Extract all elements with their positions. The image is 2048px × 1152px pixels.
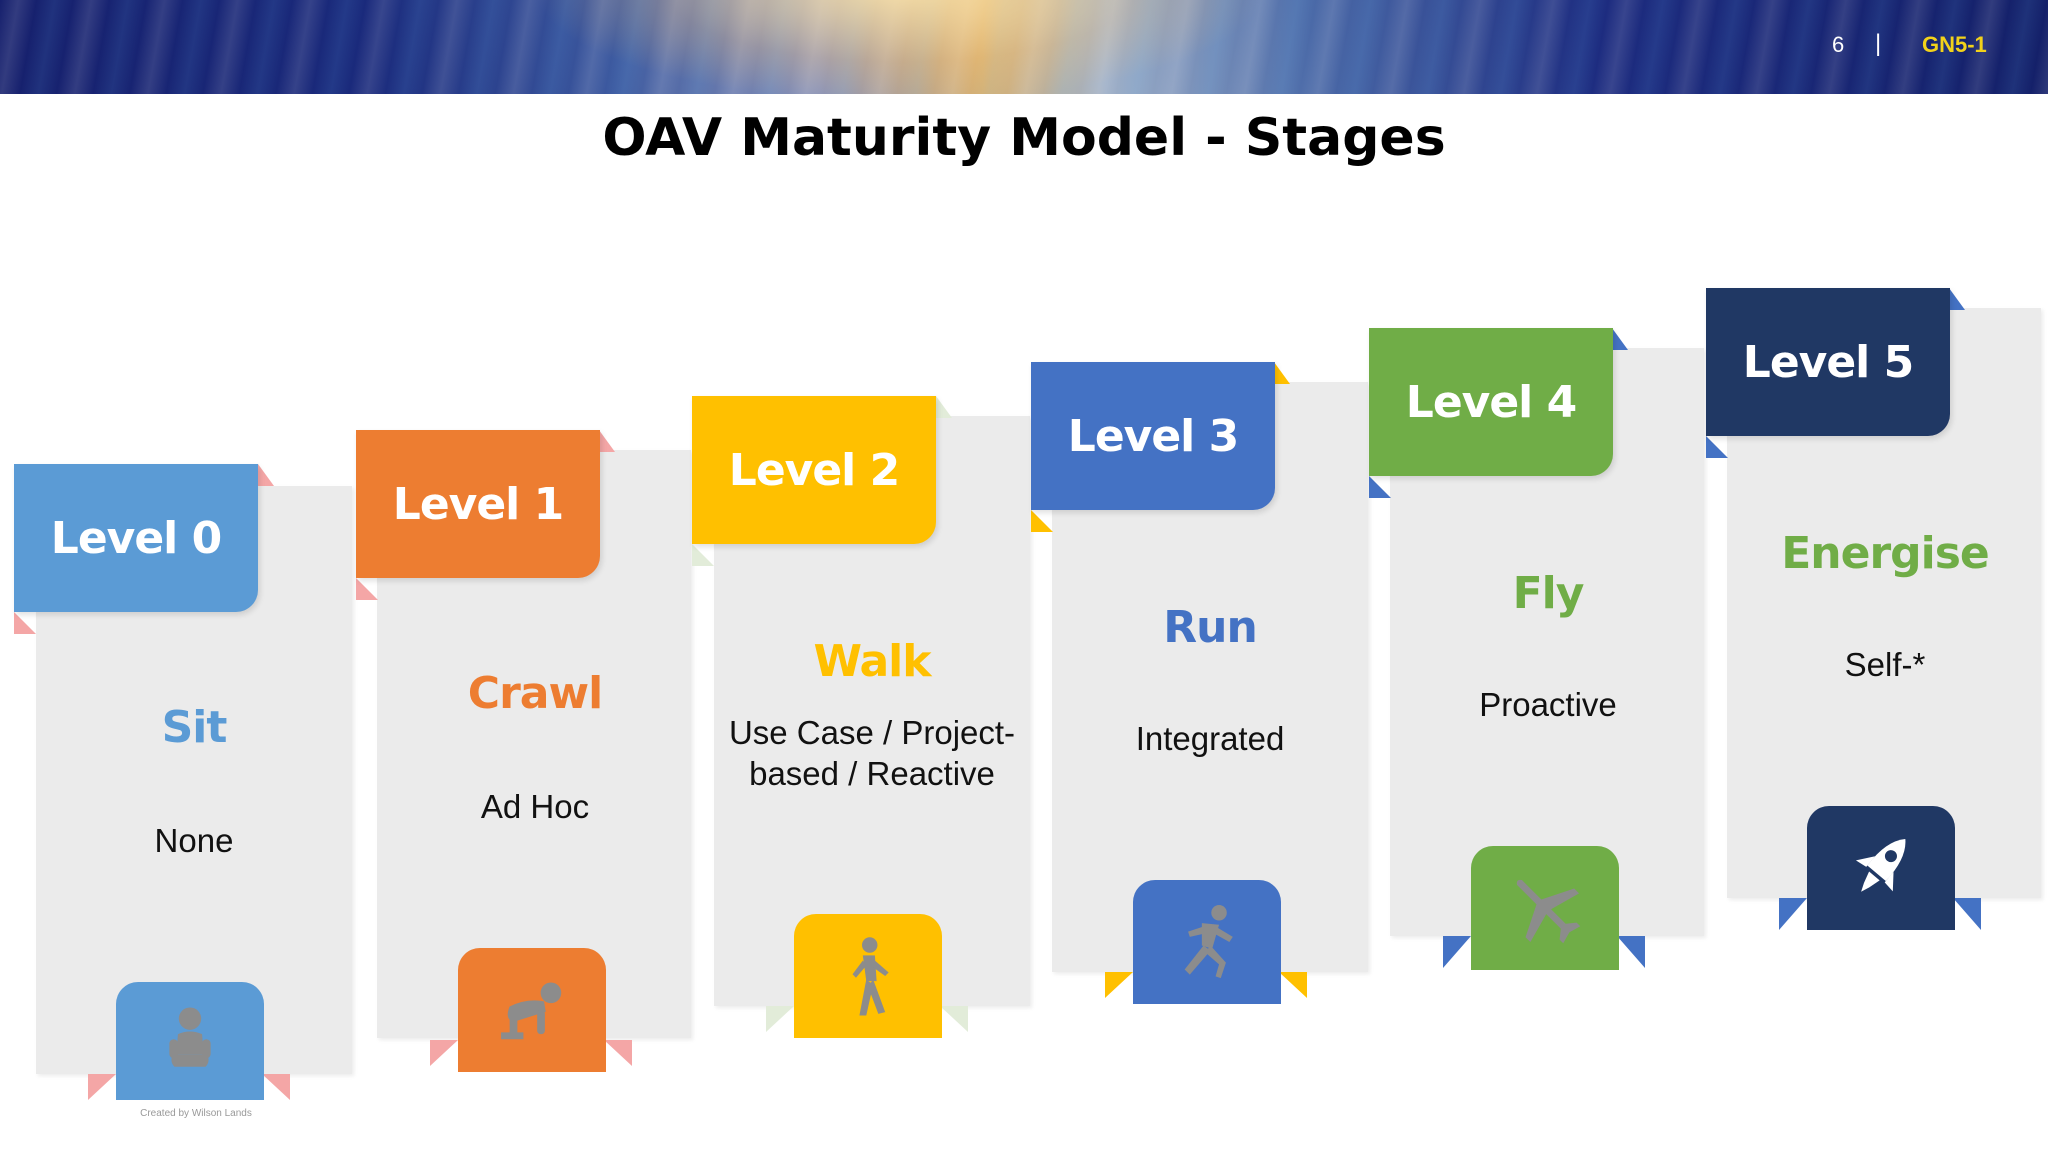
fold-corner <box>1274 362 1290 384</box>
level-tab: Level 2 <box>692 396 936 544</box>
icon-credit: Created by Wilson Lands <box>140 1108 252 1119</box>
fold-corner <box>604 1040 632 1066</box>
fold-corner <box>1612 328 1628 350</box>
sitting-baby-icon <box>116 982 264 1100</box>
fold-corner <box>1105 972 1133 998</box>
page-number: 6 <box>1832 32 1845 57</box>
stage-description: Integrated <box>1135 720 1285 757</box>
stage-name: Walk <box>813 636 932 687</box>
header-separator: | <box>1875 30 1882 57</box>
stage-name: Sit <box>161 702 228 753</box>
document-code: GN5-1 <box>1922 32 1987 57</box>
fold-corner <box>262 1074 290 1100</box>
fold-corner <box>1031 510 1053 532</box>
airplane-icon <box>1471 846 1619 970</box>
stage-description: None <box>154 822 234 859</box>
running-person-icon <box>1133 880 1281 1004</box>
fold-corner <box>1779 898 1807 930</box>
level-tab: Level 5 <box>1706 288 1950 436</box>
fold-corner <box>430 1040 458 1066</box>
fold-corner <box>258 464 274 486</box>
slide-title: OAV Maturity Model - Stages <box>602 108 1446 168</box>
stage-description: Use Case / Project-based / Reactive <box>728 714 1016 792</box>
fold-corner <box>766 1006 794 1032</box>
fold-corner <box>599 430 615 452</box>
fold-corner <box>940 1006 968 1032</box>
crawling-baby-icon <box>458 948 606 1072</box>
level-tab: Level 0 <box>14 464 258 612</box>
stage-description: Proactive <box>1479 686 1617 723</box>
fold-corner <box>936 396 952 418</box>
stage-description: Ad Hoc <box>480 788 590 825</box>
fold-corner <box>1949 288 1965 310</box>
stage-name: Energise <box>1781 528 1990 579</box>
level-tab: Level 1 <box>356 430 600 578</box>
stage-name: Fly <box>1512 568 1585 619</box>
header-banner <box>0 0 2048 94</box>
stage-description: Self-* <box>1844 646 1926 683</box>
fold-corner <box>1617 936 1645 968</box>
stage-name: Run <box>1163 602 1258 653</box>
fold-corner <box>1443 936 1471 968</box>
fold-corner <box>88 1074 116 1100</box>
fold-corner <box>692 544 714 566</box>
level-tab: Level 4 <box>1369 328 1613 476</box>
fold-corner <box>1706 436 1728 458</box>
fold-corner <box>14 612 36 634</box>
fold-corner <box>356 578 378 600</box>
walking-person-icon <box>794 914 942 1038</box>
fold-corner <box>1953 898 1981 930</box>
level-tab: Level 3 <box>1031 362 1275 510</box>
rocket-icon <box>1807 806 1955 930</box>
stage-name: Crawl <box>467 668 603 719</box>
fold-corner <box>1279 972 1307 998</box>
fold-corner <box>1369 476 1391 498</box>
